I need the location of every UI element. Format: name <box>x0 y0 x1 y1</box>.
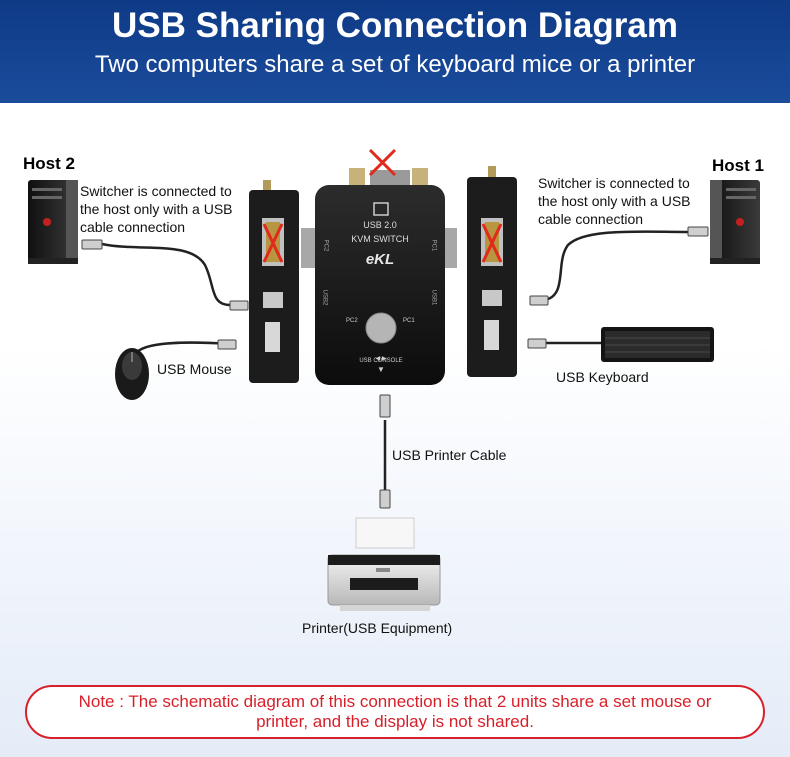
svg-text:▼: ▼ <box>377 365 385 374</box>
brand-logo: eKL <box>365 251 395 268</box>
host1-caption-line1: Switcher is connected to <box>538 175 690 191</box>
switch-side-view-right <box>467 166 517 377</box>
cable-host1 <box>544 230 689 302</box>
switch-port-usb1: USB1 <box>430 289 437 306</box>
cross-icon <box>368 148 397 177</box>
switch-port-usb2: USB2 <box>321 289 328 306</box>
page-title: USB Sharing Connection Diagram <box>112 6 678 45</box>
host1-caption-line2: the host only with a USB <box>538 193 691 209</box>
note-line1: Note : The schematic diagram of this con… <box>78 692 712 711</box>
kvm-switch: ◀ ▶ ▼ <box>301 148 457 385</box>
usb-plugs <box>81 226 709 509</box>
switch-led-pc2: PC2 <box>346 318 358 324</box>
svg-text:◀ ▶: ◀ ▶ <box>376 356 387 362</box>
host2-computer-icon <box>28 180 78 264</box>
note-line2: printer, and the display is not shared. <box>256 712 534 731</box>
printer-icon <box>327 517 441 611</box>
switch-label-usb: USB 2.0 <box>363 220 397 230</box>
switch-port-pc1: PC1 <box>430 239 437 252</box>
switch-led-pc1: PC1 <box>403 318 415 324</box>
printer-label: Printer(USB Equipment) <box>302 620 453 636</box>
host1-computer-icon <box>710 180 760 264</box>
cross-icon <box>262 223 284 263</box>
host2-caption-line3: cable connection <box>80 219 186 235</box>
keyboard-label: USB Keyboard <box>556 369 649 385</box>
host2-caption-line2: the host only with a USB <box>80 201 233 217</box>
cross-icon <box>481 223 503 263</box>
mouse-label: USB Mouse <box>157 361 232 377</box>
connection-diagram: ◀ ▶ ▼ <box>28 148 760 611</box>
host2-label: Host 2 <box>23 154 75 173</box>
host1-caption-line3: cable connection <box>538 211 644 227</box>
host2-caption-line1: Switcher is connected to <box>80 183 232 199</box>
switch-label-kvm: KVM SWITCH <box>351 234 409 244</box>
mouse-icon <box>115 348 149 400</box>
switch-side-view-left <box>249 180 299 383</box>
keyboard-icon <box>601 327 714 362</box>
note-box: Note : The schematic diagram of this con… <box>25 685 765 739</box>
page-subtitle: Two computers share a set of keyboard mi… <box>94 51 696 78</box>
header-banner: USB Sharing Connection Diagram Two compu… <box>0 0 790 103</box>
host1-label: Host 1 <box>712 156 764 175</box>
switch-console-label: USB CONSOLE <box>359 358 403 364</box>
printer-cable-label: USB Printer Cable <box>392 447 507 463</box>
switch-port-pc2: PC2 <box>322 239 329 252</box>
cable-host2 <box>101 242 231 307</box>
